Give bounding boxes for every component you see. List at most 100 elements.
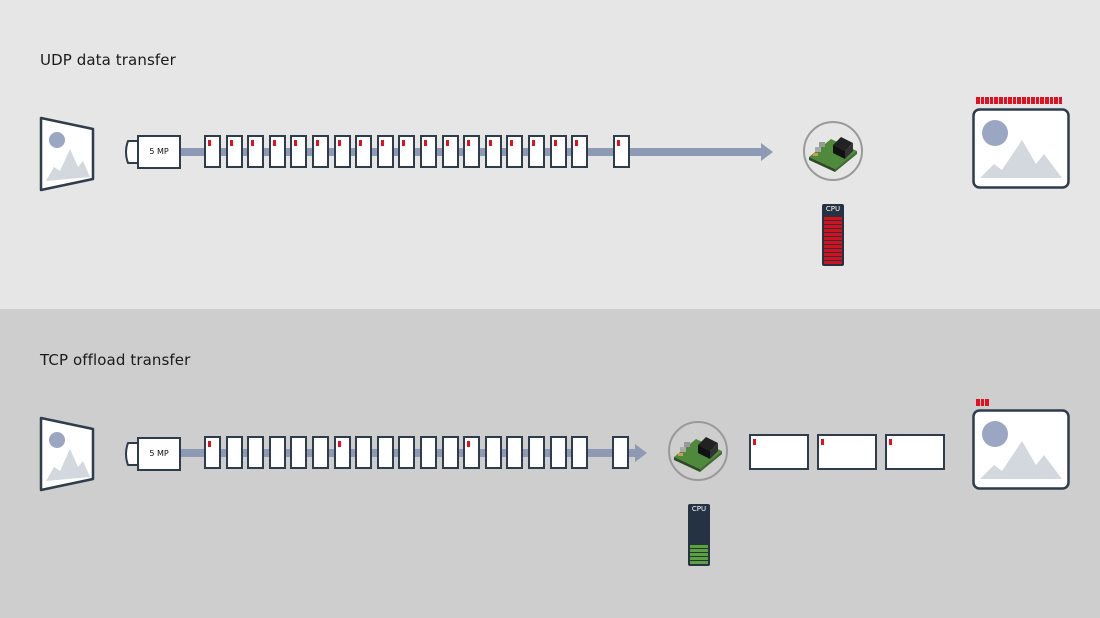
packet-header-marker bbox=[273, 140, 276, 146]
packet-header-marker bbox=[208, 441, 211, 447]
data-packet bbox=[334, 135, 351, 168]
received-segment bbox=[1017, 97, 1021, 104]
data-packet bbox=[612, 436, 629, 469]
cpu-load-bar bbox=[824, 261, 842, 264]
packet-header-marker bbox=[753, 439, 756, 445]
received-segment bbox=[985, 97, 989, 104]
packet-header-marker bbox=[208, 140, 211, 146]
cpu-load-bar bbox=[824, 225, 842, 228]
cpu-meter: CPU bbox=[688, 504, 710, 566]
packet-header-marker bbox=[316, 140, 319, 146]
data-packet bbox=[269, 135, 286, 168]
cpu-load-bar bbox=[824, 229, 842, 232]
cpu-load-bar bbox=[824, 221, 842, 224]
data-packet bbox=[442, 436, 459, 469]
reassembled-frame bbox=[817, 434, 877, 470]
data-packet bbox=[226, 135, 243, 168]
received-data-meter bbox=[976, 399, 989, 406]
data-packet bbox=[550, 436, 567, 469]
data-packet bbox=[290, 135, 307, 168]
packet-header-marker bbox=[338, 140, 341, 146]
packet-header-marker bbox=[510, 140, 513, 146]
data-packet bbox=[247, 436, 264, 469]
received-segment bbox=[1021, 97, 1026, 104]
data-packet bbox=[550, 135, 567, 168]
cpu-load-bar bbox=[824, 241, 842, 244]
received-segment bbox=[1035, 97, 1040, 104]
received-segment bbox=[994, 97, 998, 104]
cpu-load-bar bbox=[824, 253, 842, 256]
packet-header-marker bbox=[424, 140, 427, 146]
cpu-load-bar bbox=[690, 549, 708, 552]
cpu-label: CPU bbox=[825, 205, 841, 213]
data-packet bbox=[398, 135, 415, 168]
packet-header-marker bbox=[575, 140, 578, 146]
source-image-icon bbox=[39, 116, 95, 192]
packet-header-marker bbox=[617, 140, 620, 146]
received-segment bbox=[1012, 97, 1017, 104]
packet-header-marker bbox=[889, 439, 892, 445]
received-image-icon bbox=[972, 108, 1070, 189]
data-packet bbox=[485, 135, 502, 168]
data-packet bbox=[506, 135, 523, 168]
data-packet bbox=[506, 436, 523, 469]
data-packet bbox=[571, 436, 588, 469]
data-packet bbox=[355, 436, 372, 469]
data-packet bbox=[269, 436, 286, 469]
data-packet bbox=[442, 135, 459, 168]
received-segment bbox=[1044, 97, 1049, 104]
embedded-board-icon bbox=[674, 437, 722, 472]
camera-icon bbox=[125, 437, 181, 471]
packet-header-marker bbox=[821, 439, 824, 445]
cpu-load-bar bbox=[824, 233, 842, 236]
data-packet bbox=[204, 436, 221, 469]
embedded-board-icon bbox=[809, 137, 857, 172]
data-packet bbox=[312, 436, 329, 469]
cpu-load-bars bbox=[824, 216, 842, 264]
tcp-section: TCP offload transfer 5 MP CPU bbox=[0, 309, 1100, 618]
reassembled-frame bbox=[749, 434, 809, 470]
received-segment bbox=[989, 97, 994, 104]
arrow-head-icon bbox=[635, 444, 647, 462]
cpu-load-bar bbox=[690, 545, 708, 548]
received-segment bbox=[1026, 97, 1031, 104]
packet-header-marker bbox=[467, 441, 470, 447]
data-packet bbox=[420, 135, 437, 168]
received-segment bbox=[1049, 97, 1054, 104]
processor-board bbox=[803, 121, 863, 181]
data-packet bbox=[226, 436, 243, 469]
cpu-load-bar bbox=[824, 245, 842, 248]
processor-board bbox=[668, 421, 728, 481]
cpu-load-bar bbox=[690, 557, 708, 560]
section-title: TCP offload transfer bbox=[40, 351, 191, 369]
data-packet bbox=[528, 436, 545, 469]
section-title: UDP data transfer bbox=[40, 51, 176, 69]
cpu-load-bar bbox=[690, 553, 708, 556]
received-segment bbox=[998, 97, 1003, 104]
packet-header-marker bbox=[294, 140, 297, 146]
data-packet bbox=[463, 135, 480, 168]
data-packet bbox=[485, 436, 502, 469]
data-packet bbox=[377, 436, 394, 469]
data-packet bbox=[398, 436, 415, 469]
received-segment bbox=[976, 399, 980, 406]
packet-header-marker bbox=[402, 140, 405, 146]
data-packet bbox=[334, 436, 351, 469]
packet-header-marker bbox=[230, 140, 233, 146]
data-packet bbox=[613, 135, 630, 168]
data-packet bbox=[377, 135, 394, 168]
received-segment bbox=[1058, 97, 1063, 104]
received-image-icon bbox=[972, 409, 1070, 490]
packet-header-marker bbox=[554, 140, 557, 146]
received-segment bbox=[1031, 97, 1035, 104]
camera-resolution-label: 5 MP bbox=[149, 147, 169, 156]
data-packet bbox=[312, 135, 329, 168]
udp-section: UDP data transfer 5 MP CPU bbox=[0, 0, 1100, 309]
packet-header-marker bbox=[532, 140, 535, 146]
received-segment bbox=[1003, 97, 1008, 104]
cpu-load-bar bbox=[824, 249, 842, 252]
data-packet bbox=[247, 135, 264, 168]
received-segment bbox=[980, 97, 985, 104]
packet-header-marker bbox=[251, 140, 254, 146]
received-segment bbox=[985, 399, 989, 406]
